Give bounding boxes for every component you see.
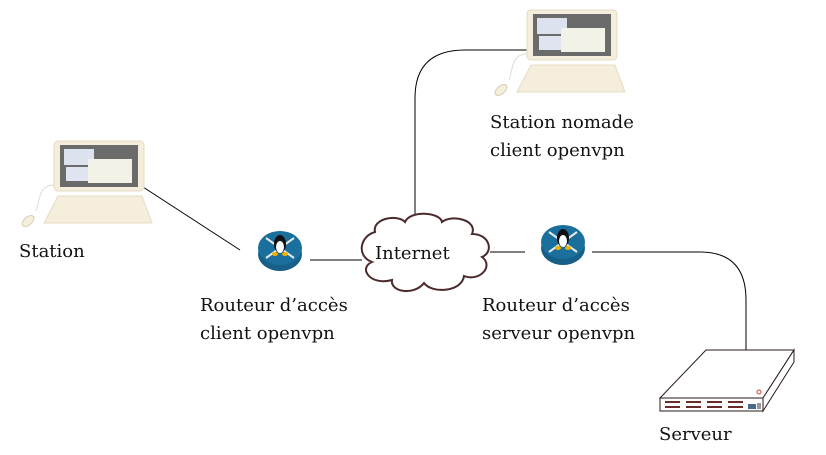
internet-cloud-icon [360,212,490,292]
nomad-laptop-icon [492,9,626,99]
router-client-label-1: Routeur d’accès [200,295,348,316]
router-server-icon [540,224,586,266]
station-laptop-icon [19,140,153,230]
link-station-router [142,186,241,251]
server-icon [658,348,795,413]
nomad-label-1: Station nomade [490,112,634,133]
router-client-label-2: client openvpn [200,323,335,344]
router-server-label-2: serveur openvpn [482,323,636,344]
router-client-icon [257,230,303,272]
link-internet-nomad [414,49,527,218]
server-label: Serveur [659,424,732,445]
internet-label: Internet [375,243,450,264]
station-label: Station [19,241,85,262]
router-server-label-1: Routeur d’accès [482,295,630,316]
link-router-server [592,251,747,350]
nomad-label-2: client openvpn [490,140,625,161]
